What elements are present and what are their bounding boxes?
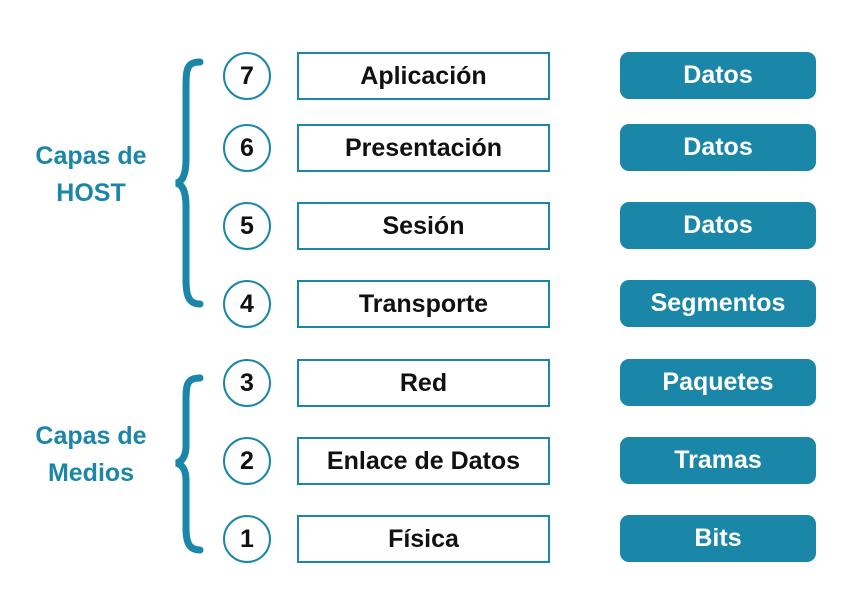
pdu-badge: Segmentos xyxy=(620,280,816,327)
host-brace-icon xyxy=(174,58,204,308)
pdu-badge: Tramas xyxy=(620,437,816,484)
group-label-host: Capas de HOST xyxy=(16,138,166,212)
group-label-line: Medios xyxy=(47,459,135,487)
layer-number: 2 xyxy=(223,437,271,485)
layer-name-box: Transporte xyxy=(297,280,550,328)
group-label-line: Capas de xyxy=(35,422,147,450)
layer-name-box: Red xyxy=(297,359,550,407)
media-brace-icon xyxy=(175,374,204,554)
layer-name-box: Física xyxy=(297,515,550,563)
layer-number: 3 xyxy=(223,359,271,407)
group-label-line: Capas de xyxy=(35,142,147,170)
layer-number: 1 xyxy=(223,515,271,563)
layer-name-box: Sesión xyxy=(297,202,550,250)
pdu-badge: Bits xyxy=(620,515,816,562)
group-label-media: Capas de Medios xyxy=(16,418,166,492)
layer-number: 4 xyxy=(223,280,271,328)
layer-name-box: Enlace de Datos xyxy=(297,437,550,485)
pdu-badge: Paquetes xyxy=(620,359,816,406)
layer-name-box: Presentación xyxy=(297,124,550,172)
pdu-badge: Datos xyxy=(620,52,816,99)
pdu-badge: Datos xyxy=(620,202,816,249)
layer-number: 5 xyxy=(223,202,271,250)
group-label-line: HOST xyxy=(56,179,126,207)
layer-name-box: Aplicación xyxy=(297,52,550,100)
pdu-badge: Datos xyxy=(620,124,816,171)
layer-number: 7 xyxy=(223,52,271,100)
layer-number: 6 xyxy=(223,124,271,172)
